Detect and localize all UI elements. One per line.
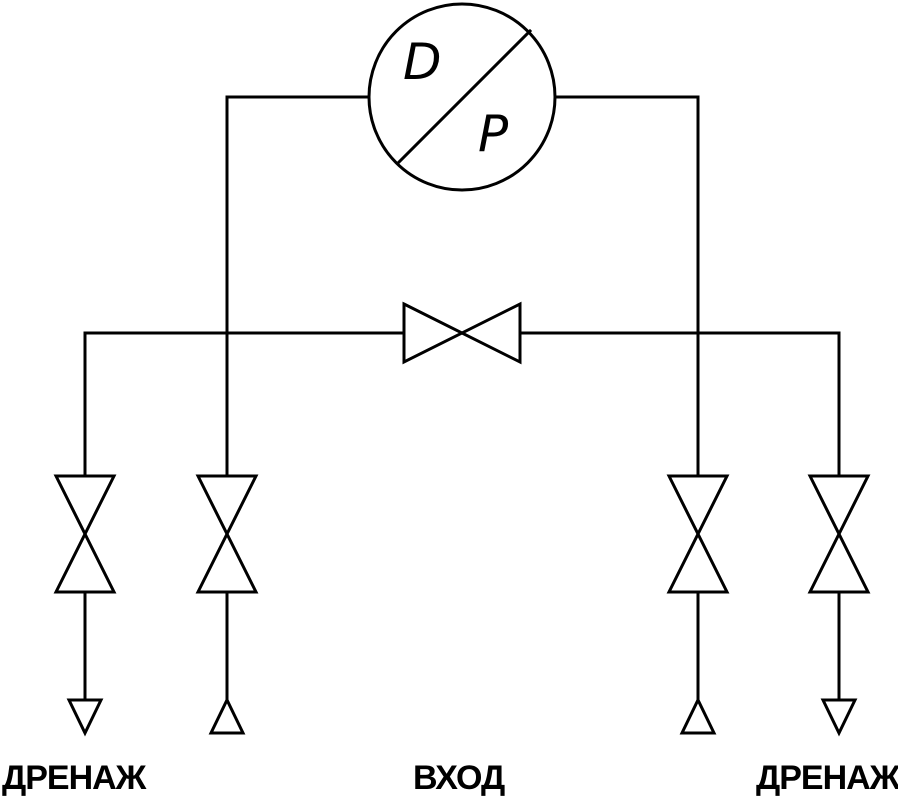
gauge-letter-d: D (403, 33, 442, 91)
inlet-valve-right-icon (666, 474, 730, 594)
left-impulse-line (225, 95, 371, 478)
drain-valve-right-icon (807, 474, 871, 594)
inlet-valve-left-icon (195, 474, 259, 594)
gauge-letter-p: P (478, 105, 509, 163)
inlet-connection-right-icon (679, 696, 717, 735)
equalizing-valve-icon (402, 301, 522, 365)
drain-label-left: ДРЕНАЖ (2, 759, 146, 797)
inlet-connection-left-icon (208, 696, 246, 735)
drain-valve-left-icon (53, 474, 117, 594)
inlet-label: ВХОД (413, 759, 505, 797)
equalizing-line-right (518, 331, 841, 478)
gauge-diagonal (395, 28, 533, 166)
drain-label-right: ДРЕНАЖ (756, 759, 898, 797)
equalizing-line-left (83, 331, 406, 478)
right-impulse-line (554, 95, 700, 478)
differential-pressure-gauge: D P (367, 2, 557, 192)
drain-outlet-left-icon (66, 698, 104, 737)
drain-outlet-right-icon (820, 698, 858, 737)
